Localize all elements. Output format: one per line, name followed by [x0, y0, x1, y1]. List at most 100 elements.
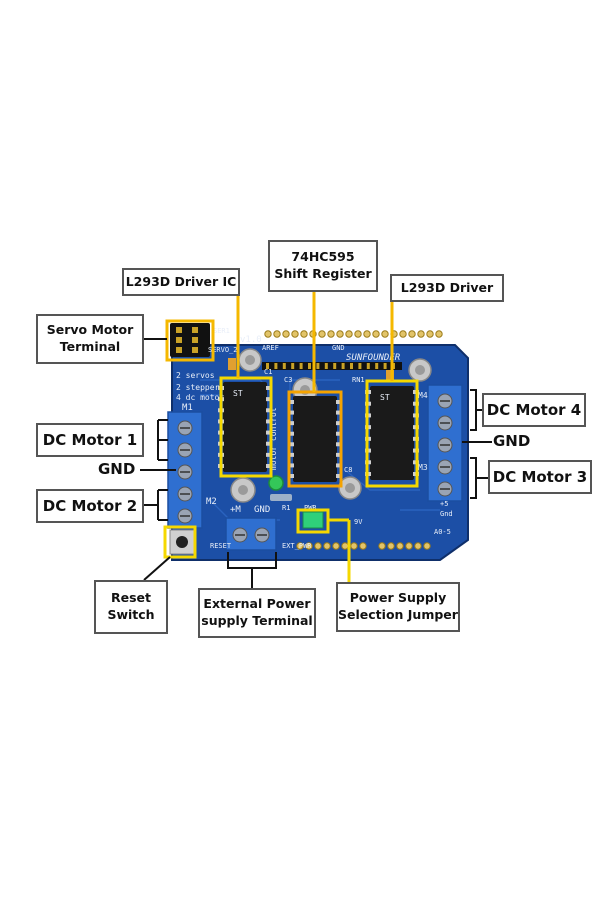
through-hole: [435, 330, 443, 338]
header-pin: [282, 363, 286, 369]
header-pin: [366, 363, 370, 369]
through-hole: [354, 330, 362, 338]
top-holes: [264, 330, 443, 338]
through-hole: [273, 330, 281, 338]
chip-pin: [288, 410, 294, 415]
header-pin: [358, 363, 362, 369]
chip-pin: [336, 400, 342, 404]
chip-pin: [266, 464, 272, 468]
silk-plus5: +5: [440, 500, 448, 508]
chip-pin: [336, 474, 342, 478]
header-pin: [375, 363, 379, 369]
silk-version: v1.0: [240, 335, 262, 345]
label-dc-motor-4: DC Motor 4: [482, 393, 586, 427]
header-pin: [333, 363, 337, 369]
chip-l293d-left: [218, 382, 272, 472]
through-hole: [318, 330, 326, 338]
through-hole: [363, 330, 371, 338]
terminal-ext-power: [225, 517, 277, 551]
chip-pin: [336, 452, 342, 457]
highlight-servo: [165, 319, 215, 362]
terminal-m3-m4: [427, 384, 463, 502]
through-hole: [332, 542, 340, 550]
through-hole: [387, 542, 395, 550]
label-gnd-right: GND: [493, 432, 531, 450]
label-dc-motor-3: DC Motor 3: [488, 460, 592, 494]
chip-pin: [266, 430, 272, 435]
through-hole: [296, 542, 304, 550]
label-external-power: External Power supply Terminal: [198, 588, 316, 638]
through-hole: [282, 330, 290, 338]
servo-pin: [176, 337, 182, 343]
chip-pin: [266, 397, 272, 402]
header-pin: [308, 363, 311, 369]
through-hole: [381, 330, 389, 338]
header-pin: [341, 363, 345, 369]
through-hole: [300, 330, 308, 338]
silk-reset: RESET: [210, 542, 232, 550]
chip-pin: [288, 431, 294, 436]
servo-pin: [192, 347, 198, 353]
silk-ser1: SER1: [213, 327, 230, 335]
top-pin-header: [262, 362, 402, 370]
label-dc-motor-1: DC Motor 1: [36, 423, 144, 457]
through-hole: [341, 542, 349, 550]
silk-line2: 2 stepper: [176, 383, 220, 392]
chip-pin: [288, 452, 294, 457]
silk-m1: M1: [182, 403, 193, 413]
through-hole: [378, 542, 386, 550]
bottom-holes: [296, 542, 431, 550]
chip-pin: [266, 419, 272, 424]
label-servo-motor-terminal: Servo Motor Terminal: [36, 314, 144, 364]
silk-brand: SUNFOUNDER: [346, 353, 401, 363]
silk-line1: 2 servos: [176, 371, 215, 380]
through-hole: [323, 542, 331, 550]
header-pin: [316, 363, 320, 369]
chip-pin: [266, 386, 272, 390]
chip-pin: [288, 400, 294, 404]
silk-m4: M4: [418, 391, 428, 400]
silk-servo2: SERVO_2: [208, 346, 238, 354]
silk-ext-pwr: EXT_PWR: [282, 542, 312, 550]
callout-lines-yellow: [236, 290, 394, 582]
chip-pin: [336, 431, 342, 436]
silk-c8: C8: [344, 466, 352, 474]
through-hole: [359, 542, 367, 550]
chip-pin: [288, 442, 294, 447]
servo-pin: [176, 347, 182, 353]
silk-c1: C1: [264, 368, 272, 376]
highlight-l293d-left: [219, 376, 273, 478]
header-pin: [350, 363, 353, 369]
silk-c3: C3: [284, 376, 292, 384]
label-l293d-driver-ic: L293D Driver IC: [122, 268, 240, 296]
header-pin: [266, 363, 269, 369]
chip-pin: [266, 408, 272, 413]
chip-74hc595: [288, 396, 342, 482]
chip-pin: [336, 410, 342, 415]
through-hole: [417, 330, 425, 338]
silk-9v: 9V: [354, 518, 363, 526]
servo-pin: [192, 337, 198, 343]
chip-pin: [336, 442, 342, 447]
silk-gnd: GND: [254, 505, 270, 515]
silk-m2: M2: [206, 497, 217, 507]
chip-pin: [336, 463, 342, 468]
through-hole: [414, 542, 422, 550]
reset-button: [169, 529, 195, 555]
chip-l293d-right: [365, 386, 419, 480]
through-hole: [345, 330, 353, 338]
chip-pin: [336, 421, 342, 426]
chip-pin: [288, 421, 294, 426]
through-hole: [327, 330, 335, 338]
silk-rn1: RN1: [352, 376, 365, 384]
header-pin: [383, 363, 387, 369]
header-pin: [291, 363, 295, 369]
chip-pin: [266, 441, 272, 446]
through-hole: [350, 542, 358, 550]
through-hole: [423, 542, 431, 550]
through-hole: [314, 542, 322, 550]
through-hole: [408, 330, 416, 338]
through-hole: [426, 330, 434, 338]
label-l293d-driver: L293D Driver: [390, 274, 504, 302]
chip-pin: [288, 474, 294, 478]
